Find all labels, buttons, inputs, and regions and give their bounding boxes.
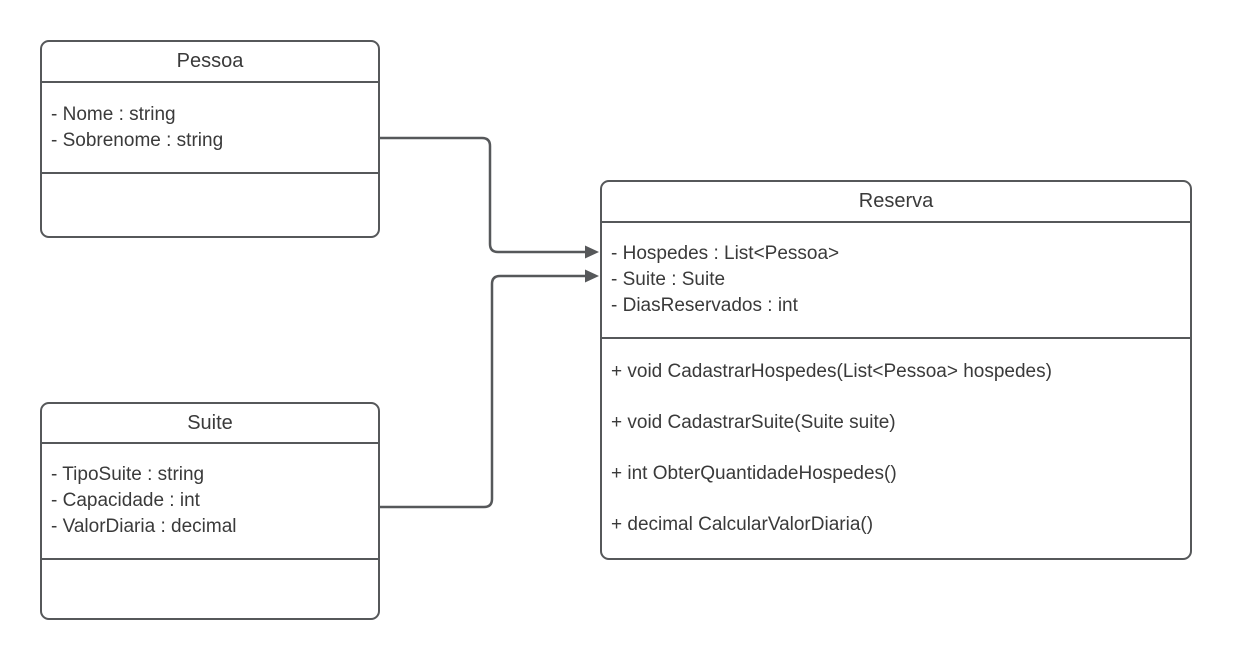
class-reserva-title: Reserva [602,182,1190,223]
attribute-line: - DiasReservados : int [611,295,798,316]
arrowhead-suite-to-reserva-icon [585,269,599,283]
method-line: + int ObterQuantidadeHospedes() [611,463,897,484]
attribute-line: - Suite : Suite [611,269,726,290]
class-suite-title: Suite [42,404,378,444]
connector-pessoa-to-reserva [380,136,586,254]
class-pessoa-methods-empty [42,174,378,236]
attribute-line: - TipoSuite : string [51,464,205,485]
method-line: + void CadastrarHospedes(List<Pessoa> ho… [611,361,1052,382]
method-line: + decimal CalcularValorDiaria() [611,514,874,535]
arrowhead-pessoa-to-reserva-icon [585,245,599,259]
class-pessoa-title: Pessoa [42,42,378,83]
class-suite-methods-empty [42,560,378,618]
class-reserva: Reserva - Hospedes : List<Pessoa> - Suit… [600,180,1192,560]
class-pessoa-attributes: - Nome : string - Sobrenome : string [42,83,378,174]
class-pessoa: Pessoa - Nome : string - Sobrenome : str… [40,40,380,238]
class-suite-attributes: - TipoSuite : string - Capacidade : int … [42,444,378,560]
attribute-line: - ValorDiaria : decimal [51,516,237,537]
attribute-line: - Nome : string [51,103,176,125]
class-suite: Suite - TipoSuite : string - Capacidade … [40,402,380,620]
attribute-line: - Capacidade : int [51,490,200,511]
class-reserva-attributes: - Hospedes : List<Pessoa> - Suite : Suit… [602,223,1190,339]
class-reserva-methods: + void CadastrarHospedes(List<Pessoa> ho… [602,339,1190,558]
attribute-line: - Hospedes : List<Pessoa> [611,243,840,264]
method-line: + void CadastrarSuite(Suite suite) [611,412,896,433]
attribute-line: - Sobrenome : string [51,129,224,151]
connector-suite-to-reserva [380,274,586,509]
